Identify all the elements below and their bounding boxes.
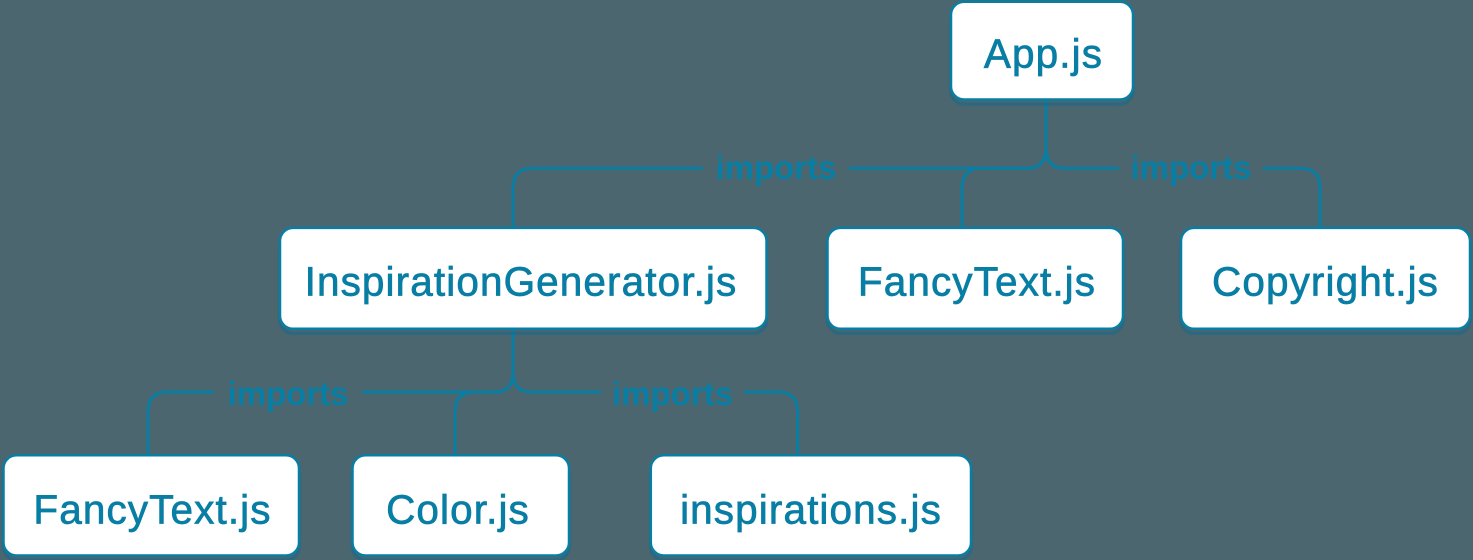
svg-text:App.js: App.js	[984, 30, 1103, 76]
svg-text:FancyText.js: FancyText.js	[33, 486, 271, 532]
svg-text:FancyText.js: FancyText.js	[858, 258, 1096, 304]
svg-text:Copyright.js: Copyright.js	[1212, 258, 1439, 304]
svg-text:inspirations.js: inspirations.js	[680, 486, 942, 532]
svg-text:imports: imports	[715, 149, 836, 186]
svg-text:imports: imports	[612, 375, 733, 412]
svg-text:imports: imports	[1130, 149, 1251, 186]
svg-text:InspirationGenerator.js: InspirationGenerator.js	[305, 258, 738, 304]
svg-text:Color.js: Color.js	[386, 486, 530, 532]
svg-text:imports: imports	[227, 375, 348, 412]
